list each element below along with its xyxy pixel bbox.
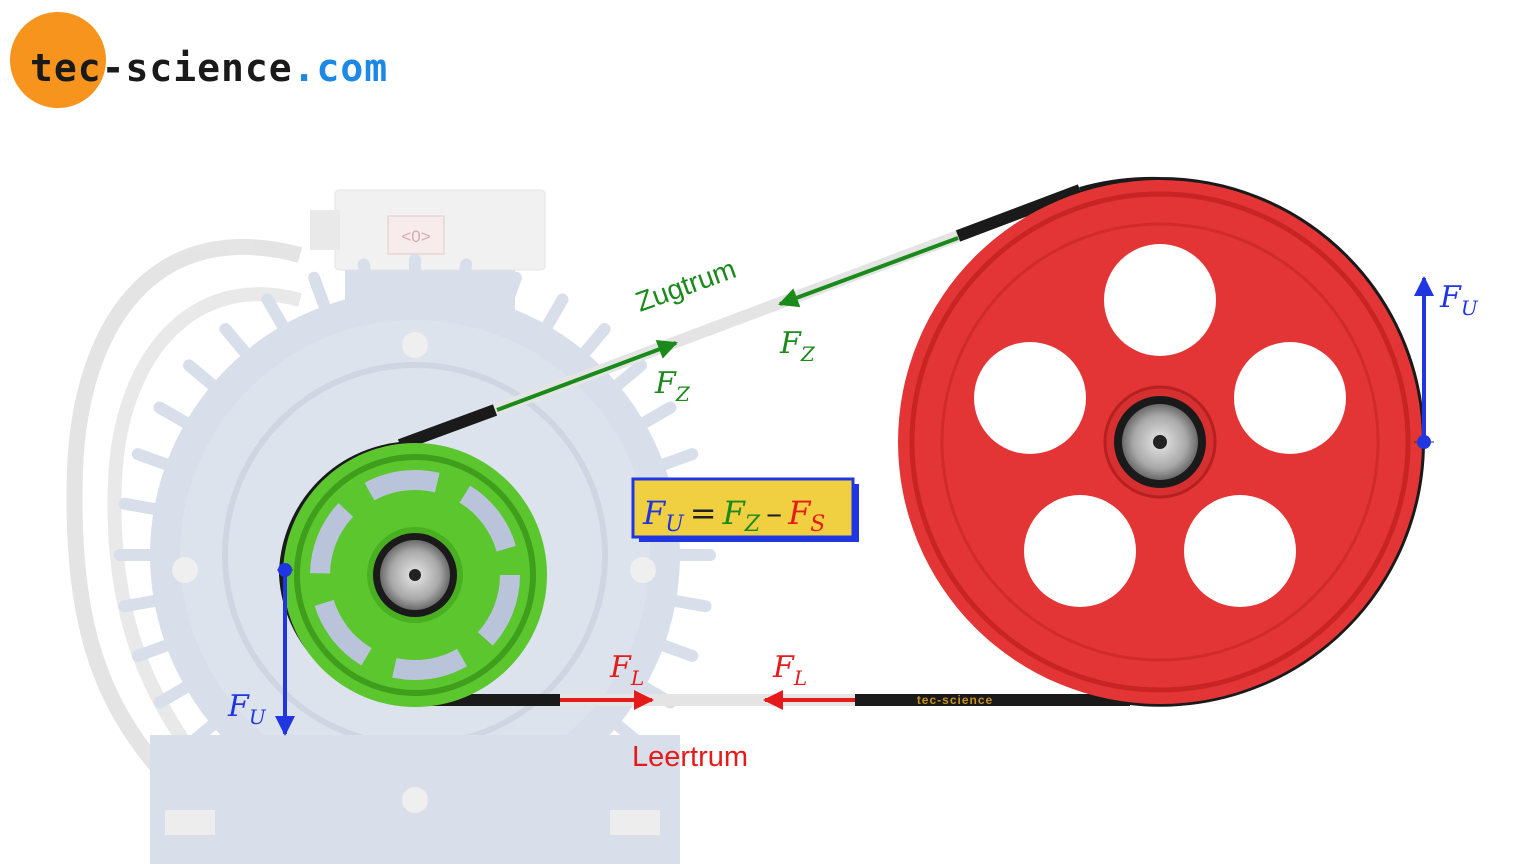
- housing-bolt: [402, 787, 428, 813]
- housing-bolt: [630, 557, 656, 583]
- driven-shaft-center: [1153, 435, 1167, 449]
- label-fu-drive: FU: [227, 689, 267, 729]
- foot-pad: [610, 810, 660, 835]
- label-fl-driven: FL: [772, 650, 807, 690]
- belt-print: tec-science: [917, 693, 993, 707]
- force-point-driven: [1417, 435, 1431, 449]
- drive-pulley: [283, 443, 547, 707]
- spoke-hole: [1104, 244, 1216, 356]
- logo-brand: tec-science: [30, 46, 293, 90]
- spoke-hole: [1234, 342, 1346, 454]
- motor-cable: [107, 287, 302, 755]
- logo-circle: [10, 12, 106, 108]
- motor-display-text: <0>: [401, 227, 430, 246]
- label-fz-drive: FZ: [654, 366, 691, 406]
- label-leertrum: Leertrum: [632, 741, 748, 773]
- logo-domain: .com: [292, 46, 389, 90]
- force-arrow-fz-driven: [778, 236, 959, 308]
- cable-gland: [310, 210, 340, 250]
- drive-pulley-groove: [294, 454, 536, 696]
- belt-tight-dark: [397, 404, 498, 451]
- formula-text: FU=FZ–FS: [642, 494, 825, 537]
- spoke-hole: [1024, 495, 1136, 607]
- drive-pulley-slots: [310, 470, 520, 680]
- force-point-drive: [278, 563, 292, 577]
- label-fu-driven: FU: [1439, 280, 1479, 320]
- formula-box-face: [631, 477, 855, 539]
- force-arrow-fz-drive: [496, 339, 678, 412]
- spoke-hole: [974, 342, 1086, 454]
- drive-shaft-center: [409, 569, 421, 581]
- motor-cable: [66, 238, 303, 776]
- formula-box: FU=FZ–FS: [631, 477, 859, 542]
- driven-pulley: [898, 180, 1422, 704]
- logo-wordmark: tec-science.com: [30, 46, 388, 90]
- housing-bolt: [172, 557, 198, 583]
- foot-pad: [165, 810, 215, 835]
- motor-display: [387, 215, 445, 255]
- driven-pulley-groove: [940, 222, 1380, 662]
- label-fl-drive: FL: [609, 650, 644, 690]
- site-logo[interactable]: tec-science.com: [10, 12, 470, 112]
- driven-pulley-groove: [909, 191, 1411, 693]
- housing-bolt: [402, 332, 428, 358]
- spoke-hole: [1184, 495, 1296, 607]
- label-zugtrum: Zugtrum: [631, 253, 740, 318]
- label-fz-driven: FZ: [779, 326, 816, 366]
- belt-tight-dark: [955, 184, 1083, 242]
